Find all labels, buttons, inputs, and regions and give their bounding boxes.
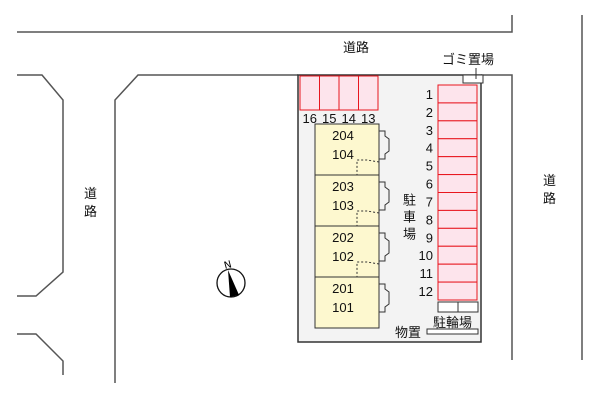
building: 204 104 203 103 202 102 201 101 — [314, 123, 390, 329]
bicycle-slot — [437, 301, 459, 313]
unit-number-upper: 202 — [332, 230, 354, 245]
entrance-outline — [379, 181, 390, 211]
parking-slot — [437, 281, 478, 301]
parking-slot — [437, 227, 478, 247]
parking-slot — [319, 75, 340, 111]
road-lines — [17, 15, 583, 383]
parking-slot-number: 7 — [426, 194, 433, 209]
storage-shed — [426, 328, 479, 335]
parking-slot — [358, 75, 379, 111]
entrance-outline — [379, 232, 390, 262]
parking-slot — [338, 75, 359, 111]
parking-slot-number: 15 — [322, 111, 336, 126]
compass-north-label: N — [223, 259, 233, 272]
parking-slot — [437, 245, 478, 265]
parking-slot-number: 6 — [426, 177, 433, 192]
apartment-unit — [314, 174, 380, 227]
parking-slot — [437, 192, 478, 211]
parking-slot — [437, 263, 478, 283]
partition-line — [356, 261, 380, 286]
compass-icon: N — [216, 259, 246, 298]
storage-label: 物置 — [395, 326, 421, 341]
entrance-outline — [379, 130, 390, 160]
parking-top-group: 16 15 14 13 — [299, 75, 379, 126]
parking-slot — [437, 209, 478, 229]
garbage-label: ゴミ置場 — [442, 52, 494, 68]
apartment-unit — [314, 225, 380, 278]
parking-slot-number: 5 — [426, 159, 433, 174]
parking-slot — [437, 174, 478, 193]
road-label-top: 道路 — [343, 40, 369, 56]
parking-slot-number: 10 — [419, 248, 433, 263]
parking-slot — [437, 138, 478, 158]
road-label-left: 道路 — [84, 187, 97, 220]
unit-number-lower: 102 — [332, 249, 354, 264]
entrance-outline — [379, 283, 390, 313]
parking-slot-number: 3 — [426, 123, 433, 138]
parking-slot — [437, 102, 478, 122]
partition-line — [356, 210, 380, 235]
road-label-right: 道路 — [543, 174, 556, 207]
parking-slot — [437, 120, 478, 140]
parking-slot-number: 11 — [420, 266, 434, 281]
parking-slot — [299, 75, 320, 111]
parking-slot-number: 12 — [419, 284, 433, 299]
parking-slot-number: 13 — [361, 111, 375, 126]
unit-number-lower: 104 — [332, 147, 354, 162]
parking-slot — [437, 156, 478, 176]
unit-number-upper: 201 — [332, 281, 354, 296]
parking-label: 駐車場 — [400, 193, 415, 244]
parking-slot — [437, 84, 478, 104]
bicycle-slot — [457, 301, 479, 313]
unit-number-upper: 204 — [332, 128, 354, 143]
parking-slot-number: 16 — [303, 111, 317, 126]
garbage-area — [462, 74, 484, 84]
apartment-unit — [314, 276, 380, 329]
parking-slot-number: 2 — [426, 105, 433, 120]
parking-slot-number: 9 — [426, 230, 433, 245]
unit-number-lower: 103 — [332, 198, 354, 213]
unit-number-upper: 203 — [332, 179, 354, 194]
unit-number-lower: 101 — [332, 300, 354, 315]
parking-slot-number: 4 — [426, 141, 433, 156]
parking-slot-number: 1 — [426, 87, 433, 102]
apartment-unit — [314, 123, 380, 176]
parking-slot-number: 14 — [342, 111, 356, 126]
bicycle-label: 駐輪場 — [433, 315, 472, 331]
parking-slot-number: 8 — [426, 212, 433, 227]
partition-line — [356, 159, 380, 184]
